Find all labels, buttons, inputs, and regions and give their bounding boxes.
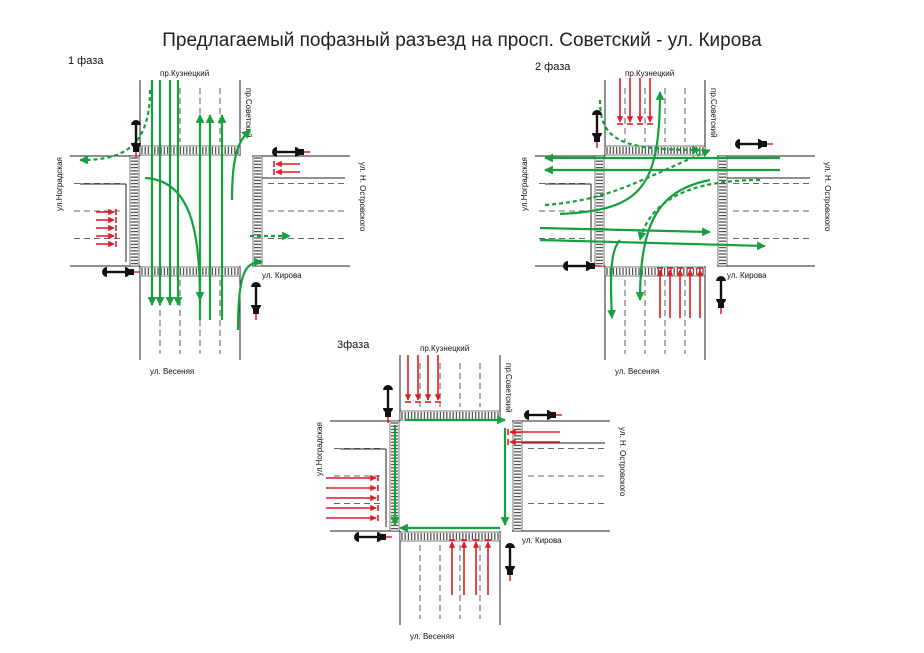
pedestrian-signal-icon xyxy=(505,543,515,581)
pedestrian-signal-icon xyxy=(272,147,310,157)
movement-arrow xyxy=(607,239,621,319)
phase-3-label: 3фаза xyxy=(337,339,370,351)
pedestrian-crossing xyxy=(252,155,263,267)
pedestrian-signal-icon xyxy=(131,120,141,158)
phase-2-intersection: пр.Кузнецкий пр.Советский ул. Н. Островско… xyxy=(520,61,832,376)
street-label-east: ул. Н. Островского xyxy=(618,427,627,497)
pedestrian-path xyxy=(79,89,152,165)
street-label-east-side: ул. Кирова xyxy=(522,536,562,545)
street-label-east: ул. Н. Островского xyxy=(823,162,832,232)
pedestrian-crossing xyxy=(139,145,241,156)
pedestrian-signal-icon xyxy=(251,282,261,320)
movement-arrow xyxy=(539,238,766,251)
street-label-east-side: ул. Кирова xyxy=(262,271,302,280)
phase-1-label: 1 фаза xyxy=(68,55,104,67)
street-label-north: пр.Кузнецкий xyxy=(420,344,469,353)
pedestrian-crossing xyxy=(604,266,706,277)
movement-arrow xyxy=(236,257,263,331)
street-label-north: пр.Кузнецкий xyxy=(625,69,674,78)
movement-arrow xyxy=(230,129,251,201)
movement-arrow xyxy=(144,176,205,301)
pedestrian-path xyxy=(544,148,711,207)
pedestrian-signal-icon xyxy=(102,267,140,277)
street-label-south: ул. Весеняя xyxy=(150,367,194,376)
street-label-north: пр.Кузнецкий xyxy=(160,69,209,78)
movement-arrow xyxy=(559,91,665,216)
pedestrian-crossing xyxy=(129,155,140,267)
pedestrian-crossing xyxy=(399,531,501,542)
street-label-east: ул. Н. Островского xyxy=(358,162,367,232)
street-label-north-side: пр.Советский xyxy=(504,363,513,413)
pedestrian-crossing xyxy=(399,410,501,421)
pedestrian-signal-icon xyxy=(735,139,773,149)
street-label-south: ул. Весеняя xyxy=(410,632,454,641)
pedestrian-crossing xyxy=(717,155,728,267)
pedestrian-path xyxy=(637,178,761,241)
pedestrian-signal-icon xyxy=(563,261,601,271)
pedestrian-signal-icon xyxy=(524,410,562,420)
street-label-west: ул.Ноградская xyxy=(520,157,529,211)
pedestrian-signal-icon xyxy=(383,385,393,423)
street-label-north-side: пр.Советский xyxy=(244,88,253,138)
pedestrian-crossing xyxy=(139,266,241,277)
pedestrian-signal-icon xyxy=(354,532,392,542)
diagram-title: Предлагаемый пофазный разъезд на просп. … xyxy=(162,30,762,51)
road-edges xyxy=(535,80,815,360)
movement-arrow xyxy=(635,178,711,301)
street-label-north-side: пр.Советский xyxy=(709,88,718,138)
road-edges xyxy=(330,355,610,625)
street-label-west: ул.Ноградская xyxy=(55,157,64,211)
phase-2-label: 2 фаза xyxy=(535,61,571,73)
street-label-west: ул.Ноградская xyxy=(315,422,324,476)
movement-arrow xyxy=(539,226,711,237)
pedestrian-signal-icon xyxy=(592,110,602,148)
street-label-east-side: ул. Кирова xyxy=(727,271,767,280)
street-label-south: ул. Весеняя xyxy=(615,367,659,376)
phase-1-intersection: пр.Кузнецкий пр.Советский ул. Н. Островско… xyxy=(55,55,367,376)
phase-3-intersection: пр.Кузнецкий пр.Советский ул. Н. Островско… xyxy=(315,339,627,641)
pedestrian-signal-icon xyxy=(716,276,726,314)
pedestrian-crossing xyxy=(512,420,523,532)
